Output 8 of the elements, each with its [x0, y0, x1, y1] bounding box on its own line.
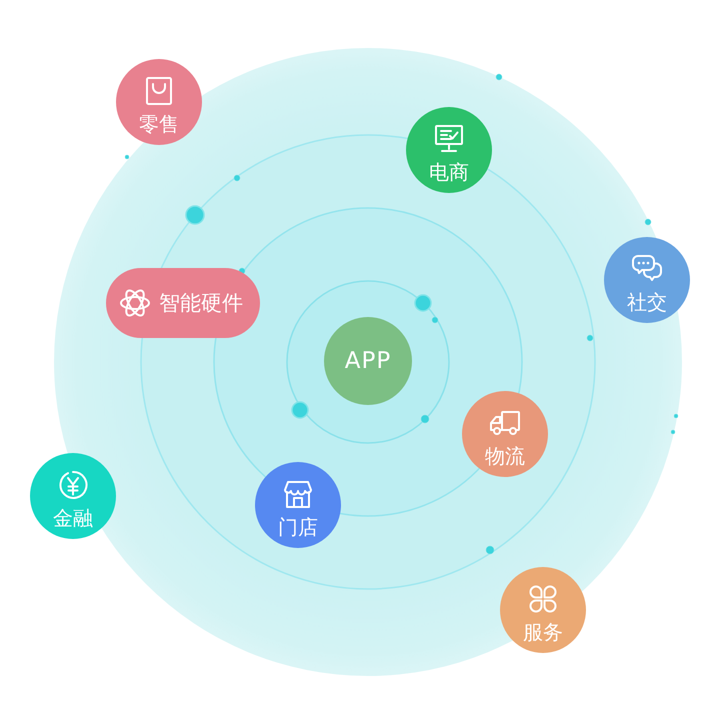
category-label: 门店: [278, 516, 318, 538]
category-label: 服务: [523, 620, 563, 642]
category-label: 金融: [53, 506, 93, 528]
category-label: 社交: [627, 290, 667, 312]
category-label: 智能硬件: [159, 292, 243, 314]
category-label: 零售: [139, 112, 179, 134]
category-label: 物流: [485, 444, 525, 466]
category-label: 电商: [429, 160, 469, 182]
